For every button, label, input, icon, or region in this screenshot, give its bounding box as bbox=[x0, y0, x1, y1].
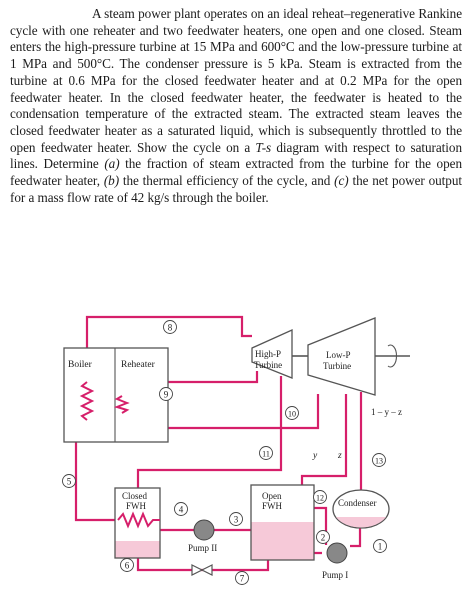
state-marker-7: 7 bbox=[235, 571, 249, 585]
hp-turbine bbox=[251, 328, 293, 379]
svg-text:13: 13 bbox=[375, 457, 383, 466]
boiler-label: Boiler bbox=[68, 360, 93, 370]
pipe-state-11 bbox=[136, 376, 283, 488]
condenser-label: Condenser bbox=[338, 498, 377, 508]
closed-fwh-coil bbox=[117, 511, 160, 529]
state-marker-5: 5 bbox=[62, 474, 76, 488]
pipe-extraction-z bbox=[300, 394, 348, 485]
shaft-rotation-icon bbox=[387, 344, 398, 368]
pump-1-label: Pump I bbox=[322, 570, 348, 580]
fraction-remaining-label: 1 – y – z bbox=[371, 407, 402, 417]
boiler: Boiler Reheater bbox=[63, 347, 169, 443]
reheater-coil bbox=[113, 395, 130, 414]
svg-text:9: 9 bbox=[164, 390, 169, 400]
state-marker-12: 12 bbox=[313, 490, 327, 504]
hp-turbine-label-line-1: High-P bbox=[255, 349, 281, 359]
reheater-label: Reheater bbox=[121, 360, 156, 370]
problem-text-3: the fraction of steam extracted from the… bbox=[10, 156, 462, 189]
svg-text:7: 7 bbox=[240, 574, 245, 584]
problem-part-b-label: (b) bbox=[103, 173, 120, 189]
svg-text:11: 11 bbox=[262, 450, 270, 459]
svg-text:8: 8 bbox=[168, 323, 173, 333]
state-markers: 8 9 10 11 13 5 4 3 12 2 1 6 7 bbox=[62, 320, 387, 585]
closed-fwh-water bbox=[115, 541, 160, 558]
state-marker-2: 2 bbox=[316, 530, 330, 544]
problem-part-a-label: (a) bbox=[104, 156, 120, 172]
closed-fwh: Closed FWH bbox=[114, 487, 161, 559]
closed-fwh-box bbox=[114, 487, 161, 559]
state-marker-13: 13 bbox=[372, 453, 386, 467]
pump-2 bbox=[193, 519, 215, 541]
state-marker-9: 9 bbox=[159, 387, 173, 401]
state-marker-1: 1 bbox=[373, 539, 387, 553]
pumps: Pump II Pump I bbox=[188, 519, 348, 580]
open-fwh-box bbox=[250, 484, 315, 561]
state-marker-4: 4 bbox=[174, 502, 188, 516]
state-marker-8: 8 bbox=[163, 320, 177, 334]
open-fwh: Open FWH bbox=[250, 484, 315, 561]
svg-text:6: 6 bbox=[125, 561, 130, 571]
hp-turbine-label-line-2: Turbine bbox=[254, 360, 282, 370]
problem-part-c-label: (c) bbox=[334, 173, 349, 189]
valve-left bbox=[191, 564, 204, 576]
problem-text-5: the net power output for a mass flow rat… bbox=[10, 173, 462, 205]
state-marker-3: 3 bbox=[229, 512, 243, 526]
pipe-state-1 bbox=[350, 528, 362, 548]
boiler-box bbox=[63, 347, 169, 443]
lp-turbine-label-line-1: Low-P bbox=[326, 350, 351, 360]
lp-turbine bbox=[307, 317, 376, 396]
lp-turbine-label-line-2: Turbine bbox=[323, 361, 351, 371]
pump-2-label: Pump II bbox=[188, 543, 217, 553]
state-marker-6: 6 bbox=[120, 558, 134, 572]
pipe-state-8 bbox=[85, 315, 252, 348]
svg-text:5: 5 bbox=[67, 477, 72, 487]
state-marker-11: 11 bbox=[259, 446, 273, 460]
problem-text-1: A steam power plant operates on an ideal… bbox=[10, 6, 462, 155]
condenser-water bbox=[336, 517, 386, 528]
pipe-state-6-7 bbox=[136, 558, 270, 572]
svg-text:2: 2 bbox=[321, 533, 326, 543]
closed-fwh-label-line-2: FWH bbox=[126, 501, 147, 511]
state-marker-10: 10 bbox=[285, 406, 299, 420]
valve-right bbox=[200, 564, 213, 576]
fraction-z-label: z bbox=[337, 451, 342, 461]
boiler-coil bbox=[79, 381, 95, 421]
svg-text:4: 4 bbox=[179, 505, 184, 515]
pump-1 bbox=[326, 542, 348, 564]
svg-text:12: 12 bbox=[316, 494, 324, 503]
open-fwh-label-line-2: FWH bbox=[262, 501, 283, 511]
open-fwh-label-line-1: Open bbox=[262, 491, 282, 501]
problem-text-4: the thermal efficiency of the cycle, and bbox=[119, 173, 335, 189]
fraction-y-label: y bbox=[312, 451, 318, 461]
throttle-valve bbox=[191, 564, 213, 576]
problem-text-2: diagram with respect to saturation lines… bbox=[10, 139, 462, 172]
svg-text:3: 3 bbox=[234, 515, 239, 525]
open-fwh-water bbox=[251, 522, 314, 560]
condenser: Condenser bbox=[332, 489, 390, 529]
closed-fwh-label-line-1: Closed bbox=[122, 491, 148, 501]
problem-statement: A steam power plant operates on an ideal… bbox=[10, 6, 462, 206]
svg-text:10: 10 bbox=[288, 410, 296, 419]
svg-text:1: 1 bbox=[378, 542, 383, 552]
turbines: High-P Turbine Low-P Turbine bbox=[251, 317, 410, 396]
problem-text-ts: T-s bbox=[255, 139, 272, 155]
